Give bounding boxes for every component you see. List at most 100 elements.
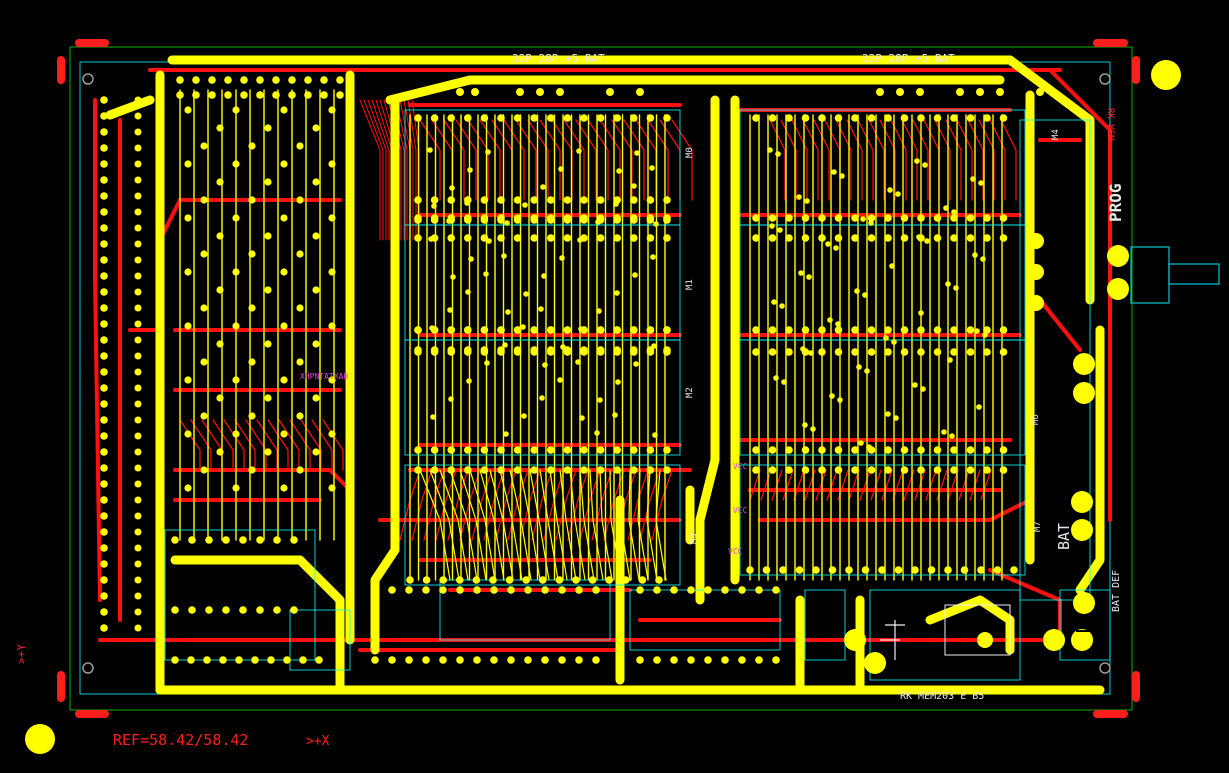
power-rail <box>1075 325 1105 595</box>
pad <box>663 346 671 354</box>
pad <box>558 586 566 594</box>
pad <box>473 656 481 664</box>
pad <box>328 214 336 222</box>
pad <box>950 466 958 474</box>
pad <box>497 326 505 334</box>
pad <box>171 656 179 664</box>
pad <box>596 466 605 474</box>
pad <box>595 219 601 225</box>
pad <box>464 216 472 224</box>
pad <box>999 234 1008 242</box>
pad <box>522 202 528 208</box>
pad <box>240 91 248 99</box>
pad <box>576 148 582 154</box>
fiducial-top-right <box>1151 60 1181 90</box>
power-rail <box>295 555 345 695</box>
pad <box>634 150 640 156</box>
pad <box>248 250 256 258</box>
pad <box>785 348 793 356</box>
pad <box>956 88 964 96</box>
bus-trace <box>371 99 390 241</box>
pad <box>513 346 522 354</box>
pad <box>536 88 544 96</box>
pad <box>296 412 304 420</box>
pad <box>134 144 142 152</box>
pad <box>851 234 859 242</box>
pad <box>900 326 909 334</box>
pad <box>312 340 320 348</box>
pad <box>134 96 142 104</box>
pad <box>248 142 256 150</box>
pad <box>834 466 843 474</box>
pad <box>464 346 472 354</box>
pad <box>530 234 538 242</box>
rk-mem-label: RK MEM <box>1105 108 1115 141</box>
pad <box>768 446 777 454</box>
pad <box>966 234 975 242</box>
pad <box>818 446 826 454</box>
pad <box>867 234 876 242</box>
pad <box>315 656 323 664</box>
pad <box>405 656 413 664</box>
pad <box>464 326 472 334</box>
pad <box>596 234 605 242</box>
pad <box>388 586 396 594</box>
pad <box>521 413 527 419</box>
pad <box>480 346 489 354</box>
pad <box>670 656 678 664</box>
pad <box>558 166 564 172</box>
power-rail <box>370 95 400 655</box>
pad <box>176 91 184 99</box>
pad <box>134 256 142 264</box>
pad <box>834 214 843 222</box>
bus-trace <box>890 119 907 201</box>
signal-trace <box>637 469 649 581</box>
pad <box>100 544 108 552</box>
pad <box>513 216 522 224</box>
power-rail <box>695 95 720 605</box>
pad <box>134 352 142 360</box>
pad <box>613 466 621 474</box>
pad <box>801 234 810 242</box>
pad <box>917 214 925 222</box>
pad <box>192 91 200 99</box>
chip-outline <box>804 589 846 661</box>
pad <box>414 114 422 122</box>
pad <box>555 576 564 584</box>
square-pad <box>1076 618 1090 632</box>
pad <box>974 328 980 334</box>
pad <box>248 466 256 474</box>
bus-trace <box>925 469 937 501</box>
pad <box>951 209 957 215</box>
chip-outline <box>1059 589 1111 661</box>
pad <box>878 566 886 574</box>
pad <box>134 544 142 552</box>
pad <box>653 221 659 227</box>
pad <box>264 340 272 348</box>
pad <box>785 214 793 222</box>
pad <box>100 176 108 184</box>
pad <box>867 214 876 222</box>
pad <box>884 114 892 122</box>
pad <box>851 466 859 474</box>
pad <box>953 285 959 291</box>
pad <box>704 586 712 594</box>
pad <box>134 432 142 440</box>
pad <box>222 536 230 544</box>
pad <box>134 384 142 392</box>
pad <box>615 379 621 385</box>
bus-trace <box>289 419 311 471</box>
pad <box>134 240 142 248</box>
pad <box>828 566 837 574</box>
signal-trace <box>569 469 586 581</box>
pad <box>653 586 661 594</box>
pad <box>663 234 671 242</box>
top-label-right: 32P 28P +5 BAT <box>862 52 955 65</box>
bottom-trace <box>93 98 102 602</box>
pad <box>773 375 779 381</box>
pad <box>1028 233 1044 249</box>
pad <box>575 586 583 594</box>
signal-trace <box>579 469 595 581</box>
pad <box>631 183 637 189</box>
pad <box>775 151 781 157</box>
